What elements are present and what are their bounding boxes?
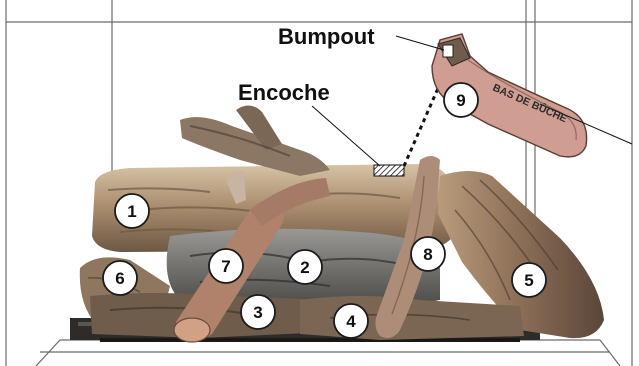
top-branch-log — [180, 105, 330, 176]
svg-text:8: 8 — [423, 245, 432, 264]
log-number-7: 7 — [209, 249, 243, 283]
log-number-9: 9 — [444, 83, 478, 117]
bumpout-block — [443, 45, 453, 57]
encoche-label: Encoche — [238, 80, 330, 105]
log-number-1: 1 — [115, 194, 149, 228]
log-number-2: 2 — [288, 250, 322, 284]
svg-text:5: 5 — [524, 271, 533, 290]
svg-text:1: 1 — [127, 202, 136, 221]
log-number-3: 3 — [241, 295, 275, 329]
log-number-4: 4 — [334, 304, 368, 338]
log-number-5: 5 — [512, 263, 546, 297]
encoche-leader-line — [312, 106, 380, 166]
bumpout-label: Bumpout — [278, 24, 375, 49]
svg-text:4: 4 — [346, 312, 356, 331]
log-number-6: 6 — [103, 261, 137, 295]
svg-text:7: 7 — [221, 257, 230, 276]
svg-text:2: 2 — [300, 258, 309, 277]
svg-text:6: 6 — [115, 269, 124, 288]
log-number-8: 8 — [411, 237, 445, 271]
svg-text:9: 9 — [456, 91, 465, 110]
encoche-notch — [374, 165, 404, 176]
svg-text:3: 3 — [253, 303, 262, 322]
bumpout-leader-line — [396, 36, 444, 50]
